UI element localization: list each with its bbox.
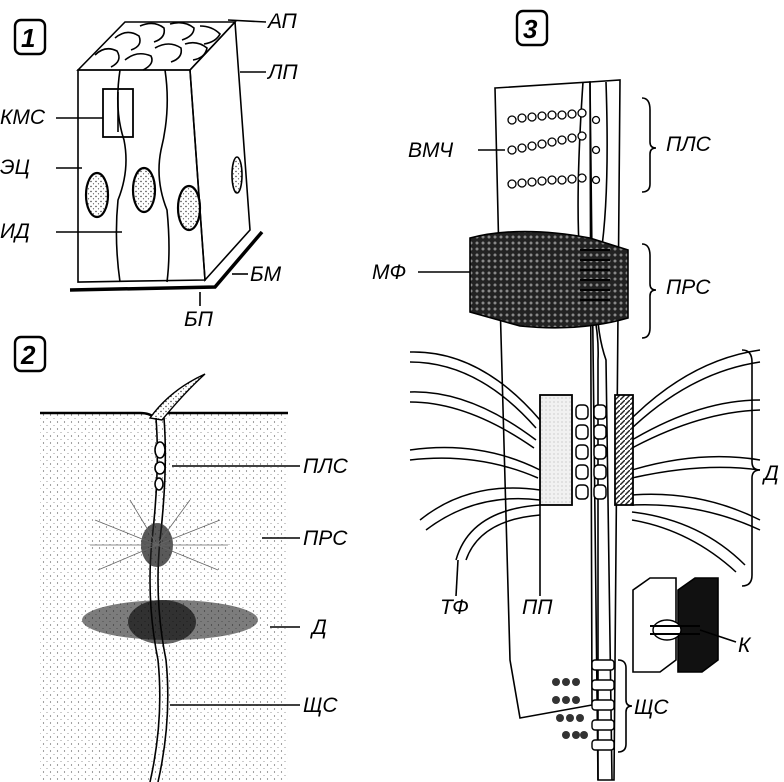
tight-junction-beads — [155, 442, 165, 490]
label-vmch: ВМЧ — [408, 139, 454, 162]
label-d-3: Д — [762, 462, 779, 485]
label-bm: БМ — [250, 263, 282, 286]
bracket-shs — [618, 660, 632, 752]
panel-2-number: 2 — [20, 340, 36, 370]
label-d-2: Д — [310, 616, 327, 639]
label-k: К — [738, 634, 752, 657]
panel-1-number: 1 — [21, 23, 35, 53]
epithelium-side-face — [190, 22, 250, 280]
bracket-pls — [642, 98, 656, 192]
nucleus — [178, 186, 200, 230]
nucleus — [232, 157, 242, 193]
label-pls-2: ПЛС — [303, 455, 349, 478]
label-ec: ЭЦ — [0, 156, 30, 179]
tight-junction-strands — [508, 109, 600, 188]
bracket-prs — [642, 244, 656, 338]
panel-2: 2 ПЛС — [15, 337, 349, 782]
tonofilaments-right — [630, 350, 760, 572]
panel-1: 1 АП ЛП — [0, 10, 298, 331]
label-prs-2: ПРС — [303, 527, 348, 550]
apical-cell-outlines — [95, 23, 220, 70]
label-pp: ПП — [522, 596, 553, 619]
label-tf: ТФ — [440, 596, 469, 619]
label-prs-3: ПРС — [666, 276, 711, 299]
label-ap: АП — [266, 10, 298, 33]
nucleus — [133, 168, 155, 212]
connexon-block — [633, 578, 718, 672]
label-shs-2: ЩС — [303, 694, 338, 717]
cell-border — [159, 70, 169, 282]
nucleus — [86, 173, 108, 217]
label-id: ИД — [0, 220, 30, 243]
panel-3: 3 — [372, 11, 779, 780]
label-lp: ЛП — [266, 61, 298, 84]
desmosome-plaque-left — [540, 395, 572, 505]
label-shs-3: ЩС — [634, 696, 669, 719]
label-mf: МФ — [372, 261, 406, 284]
tonofilaments-left — [410, 352, 540, 560]
desmosome-plaque-right — [615, 395, 633, 505]
label-kms: КМС — [0, 106, 46, 129]
panel-3-number: 3 — [523, 14, 538, 44]
label-pls-3: ПЛС — [666, 133, 712, 156]
label-bp: БП — [184, 308, 214, 331]
